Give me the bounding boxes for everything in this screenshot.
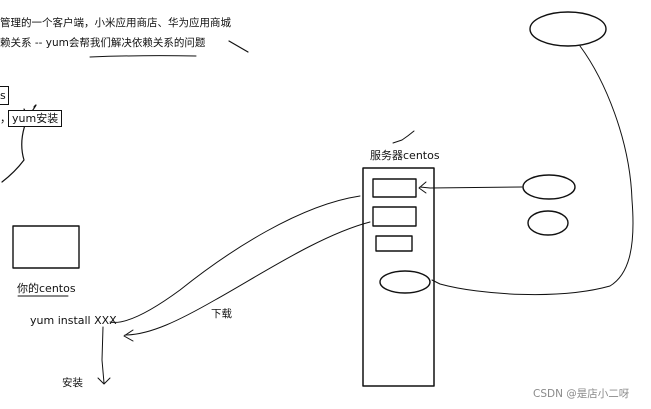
server-slot-2 xyxy=(372,206,417,227)
repo-to-slot-arrow xyxy=(419,186,523,189)
client-centos-label: 你的centos xyxy=(17,282,76,295)
install-arrowhead xyxy=(97,377,111,385)
repo-link-curve xyxy=(431,45,634,296)
download-curve-upper xyxy=(109,195,361,323)
server-oval xyxy=(379,270,431,294)
repo-oval-low xyxy=(527,210,569,236)
note-line-1: 管理的一个客户端，小米应用商店、华为应用商城 xyxy=(0,17,231,29)
server-slot-1 xyxy=(372,178,417,198)
server-tower xyxy=(362,167,435,387)
download-curve-lower xyxy=(124,221,371,336)
download-arrowhead xyxy=(123,329,134,342)
check-mark xyxy=(392,130,415,144)
csdn-watermark: CSDN @是店小二呀 xyxy=(533,388,630,400)
curve-from-yum-box xyxy=(1,104,37,183)
yum-install-box: yum安装 xyxy=(8,110,63,127)
server-slot-3 xyxy=(375,235,413,252)
note-line-2: 赖关系 -- yum会帮我们解决依赖关系的问题 xyxy=(0,37,206,49)
stray-stroke-top xyxy=(228,40,249,53)
partial-box-label: s xyxy=(0,86,9,105)
server-centos-label: 服务器centos xyxy=(370,149,440,162)
repo-oval-top xyxy=(529,11,607,47)
repo-oval-mid xyxy=(522,174,576,200)
download-label: 下载 xyxy=(211,308,232,320)
comma-label: ， xyxy=(0,112,11,125)
repo-to-slot-arrowhead xyxy=(418,181,427,194)
install-label: 安装 xyxy=(62,377,83,389)
install-arrow xyxy=(101,326,105,384)
client-centos-box xyxy=(12,225,80,269)
underline-mark xyxy=(89,55,197,58)
yum-install-command: yum install XXX xyxy=(30,314,117,327)
